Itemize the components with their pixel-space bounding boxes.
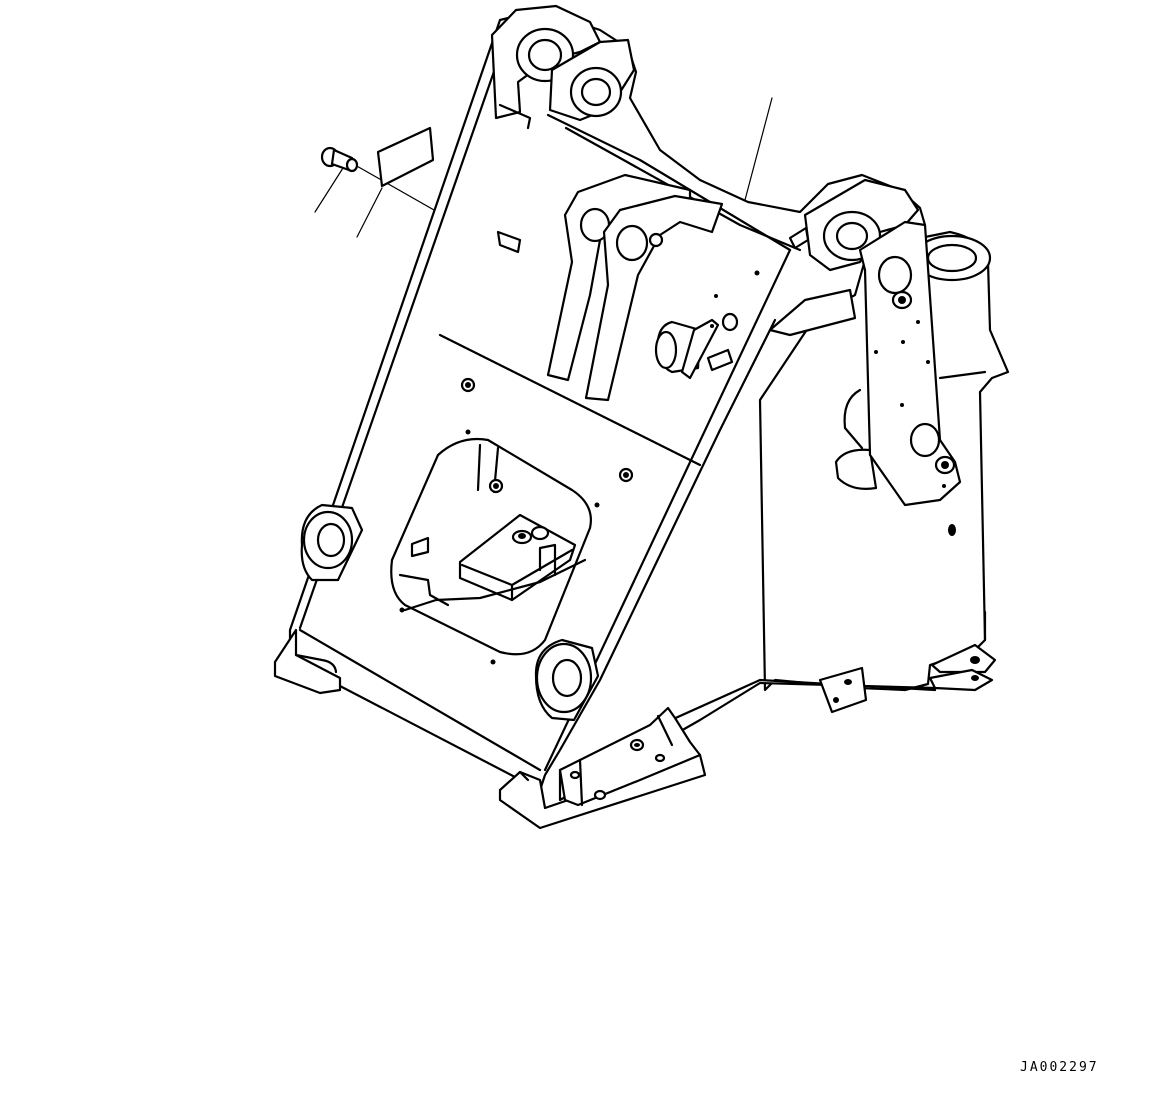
top-center-boss xyxy=(548,38,636,122)
left-trunnion xyxy=(300,503,364,582)
twin-brackets xyxy=(546,173,724,402)
plate-part xyxy=(376,126,435,188)
bolt-part xyxy=(320,146,359,173)
left-foot xyxy=(273,628,342,695)
right-lower-ears xyxy=(928,643,997,692)
top-right-lug xyxy=(768,178,920,337)
cylinder-fitting xyxy=(496,226,810,380)
bottom-trunnion xyxy=(534,638,600,722)
drawing-reference-code: JA002297 xyxy=(1020,1060,1099,1075)
frame-holes xyxy=(399,377,634,665)
right-side-plate xyxy=(858,220,962,507)
lower-right-saddle xyxy=(558,706,702,807)
central-opening xyxy=(390,437,592,656)
